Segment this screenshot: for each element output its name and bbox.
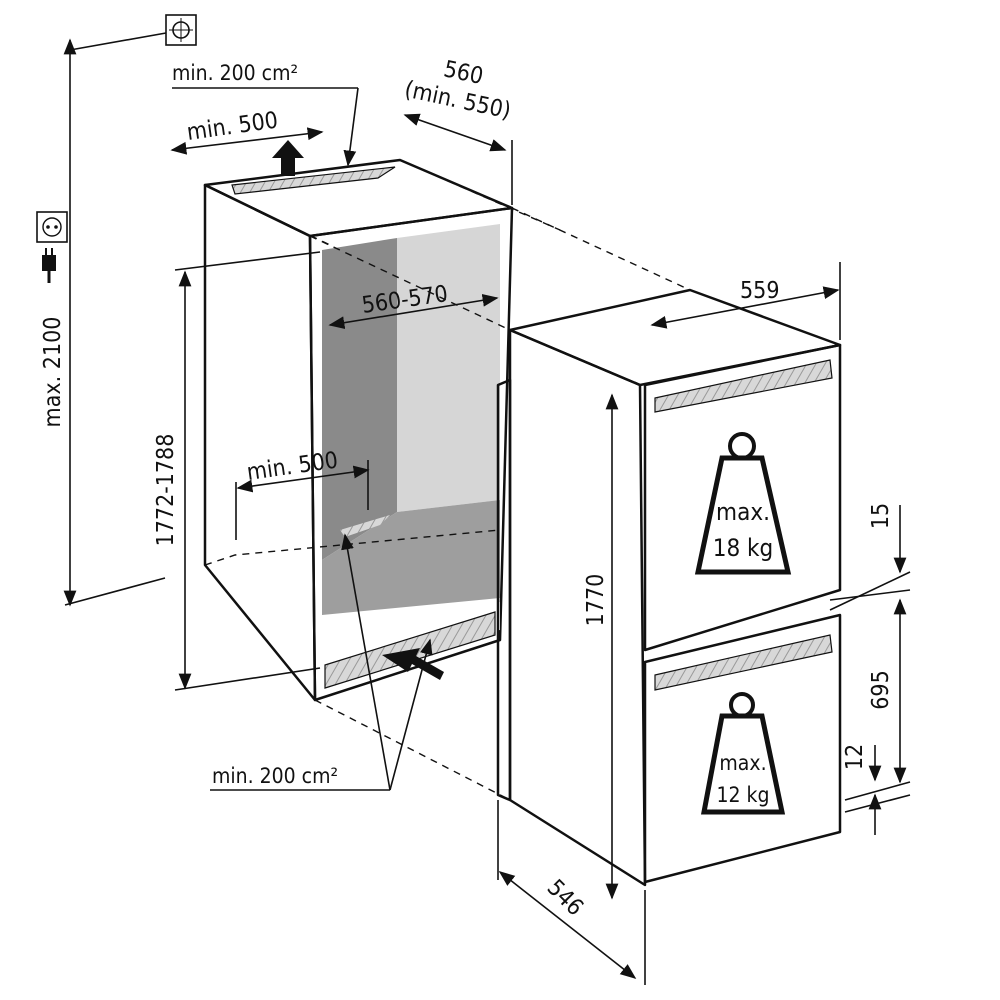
- lower-gap-label: 12: [842, 744, 868, 770]
- upper-door-handle: [654, 359, 833, 413]
- top-vent-opening: [231, 166, 396, 195]
- upper-weight-value: 18 kg: [713, 534, 774, 562]
- max-height-label: max. 2100: [40, 317, 66, 428]
- height-ref-line: [69, 32, 167, 51]
- niche-inner-wall: [322, 238, 397, 560]
- niche-floor: [322, 500, 500, 615]
- appliance-width-label: 559: [740, 278, 780, 304]
- upper-weight-icon: max. 18 kg: [694, 432, 792, 575]
- installation-niche: [203, 158, 514, 702]
- appliance-depth-label: 546: [542, 875, 588, 921]
- niche-front-frame: [308, 206, 514, 702]
- airflow-in-arrow-icon: [382, 648, 444, 680]
- airflow-arrow-icon: [272, 140, 304, 176]
- dimension-lines: [63, 38, 911, 985]
- floor-vent-opening: [340, 515, 390, 537]
- appliance-side: [508, 328, 647, 887]
- niche-bottom-panel: [322, 602, 500, 660]
- lower-weight-value: 12 kg: [717, 783, 770, 807]
- niche-side-panel: [203, 183, 317, 702]
- top-vent-depth-label: min. 500: [185, 107, 279, 146]
- niche-back-wall: [397, 224, 500, 512]
- lower-door-handle: [654, 634, 833, 691]
- appliance-height-label: 1770: [583, 574, 609, 627]
- lower-weight-label: max.: [719, 751, 766, 775]
- plug-icon: [42, 248, 56, 283]
- appliance: [496, 288, 842, 887]
- socket-icon: [36, 211, 68, 243]
- hidden-edge-top: [204, 184, 331, 246]
- niche-height-label: 1772-1788: [153, 434, 179, 547]
- upper-gap-label: 15: [868, 503, 894, 529]
- hidden-edge: [204, 529, 501, 566]
- top-vent-area-label: min. 200 cm²: [172, 61, 298, 85]
- appliance-hinge-strip: [496, 378, 512, 802]
- upper-door: [643, 343, 842, 652]
- upper-weight-label: max.: [716, 498, 770, 526]
- lower-door: [643, 613, 842, 884]
- ventilation-symbol-icon: [165, 14, 197, 46]
- lower-weight-icon: max. 12 kg: [700, 692, 786, 815]
- lower-door-height-label: 695: [868, 670, 894, 710]
- bottom-vent-area-label: min. 200 cm²: [212, 764, 338, 788]
